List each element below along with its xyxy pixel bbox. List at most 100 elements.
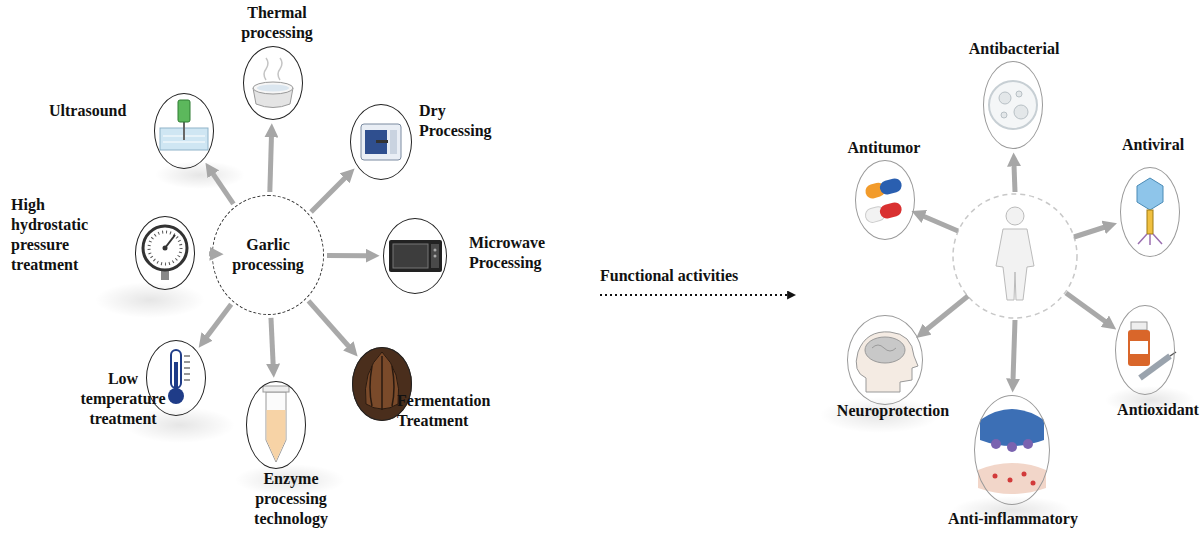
- receptor: [1023, 439, 1033, 449]
- process-arrow: [213, 173, 234, 204]
- body-circle: [953, 194, 1077, 318]
- activity-arrow: [923, 216, 958, 231]
- garlic-photo: [352, 347, 412, 421]
- activity-label: Antioxidant: [1117, 400, 1199, 420]
- activity-circle: Anti-inflammatory: [974, 395, 1050, 505]
- oven-door: [365, 130, 387, 154]
- process-arrow: [206, 304, 231, 337]
- activity-arrow: [1014, 165, 1015, 192]
- receptor: [1007, 442, 1017, 452]
- method-circle: Dry Processing: [350, 104, 412, 180]
- synapse-bottom: [978, 463, 1046, 494]
- syringe-barrel: [1140, 356, 1170, 378]
- brain: [865, 337, 905, 363]
- oven-handle: [376, 140, 388, 143]
- activity-circle: Neuroprotection: [847, 315, 923, 405]
- activity-circle: Antitumor: [855, 160, 915, 240]
- gauge-face: [143, 226, 187, 270]
- microwave-button: [434, 249, 437, 252]
- vial-cap: [1131, 322, 1147, 330]
- syringe-needle: [1170, 352, 1176, 356]
- human-head: [1006, 207, 1024, 225]
- thermometer-bulb: [168, 388, 184, 404]
- process-arrow: [270, 136, 272, 192]
- method-label: Ultrasound: [49, 101, 126, 121]
- method-label: Fermentation Treatment: [397, 391, 497, 431]
- synapse-top: [980, 409, 1044, 446]
- method-circle: Thermal processing: [243, 46, 303, 120]
- activity-circle: Antiviral: [1120, 167, 1180, 257]
- capsule-icon: [864, 177, 903, 224]
- process-arrow: [327, 253, 367, 258]
- process-arrow: [308, 301, 349, 347]
- process-arrow: [311, 177, 346, 212]
- colony: [1014, 105, 1028, 119]
- molecule: [1008, 478, 1013, 483]
- activity-label: Anti-inflammatory: [948, 509, 1078, 529]
- method-label: Dry Processing: [419, 101, 514, 141]
- gauge-icon: [143, 226, 187, 280]
- steam: [264, 58, 282, 80]
- method-circle: Microwave Processing: [383, 218, 447, 294]
- petri-dish: [989, 81, 1037, 129]
- hub-circle: Garlic processing: [212, 195, 324, 315]
- pot-liquid: [257, 85, 289, 92]
- virus-tail: [1147, 210, 1153, 234]
- oven-icon: [361, 124, 401, 160]
- microwave-panel: [431, 244, 439, 268]
- method-label: Thermal processing: [232, 3, 322, 43]
- receptor: [991, 439, 1001, 449]
- method-circle: Fermentation Treatment: [352, 347, 412, 421]
- dotted-arrow: [600, 294, 788, 296]
- activity-arrow: [1013, 320, 1015, 380]
- gauge-ticks: [149, 232, 181, 264]
- method-label: Enzyme processing technology: [241, 469, 341, 529]
- shadow: [95, 282, 205, 318]
- pot-rim: [253, 82, 293, 94]
- synapse-icon: [978, 409, 1046, 494]
- vial-label: [1130, 341, 1148, 354]
- black-garlic-icon: [352, 347, 412, 421]
- human-body: [996, 229, 1034, 300]
- probe: [178, 100, 190, 122]
- activity-arrow: [1066, 293, 1106, 322]
- vial-body: [1128, 330, 1150, 366]
- colony: [1001, 112, 1007, 118]
- brain-fold: [872, 345, 896, 351]
- oven-panel: [390, 130, 397, 154]
- tube-cap: [263, 386, 289, 392]
- tube-icon: [263, 386, 289, 462]
- thermometer-ticks: [184, 356, 190, 380]
- thermometer-icon: [168, 350, 190, 404]
- activity-label: Neuroprotection: [837, 401, 949, 421]
- tube-body: [266, 392, 286, 462]
- probe-tip: [183, 120, 185, 140]
- method-label: Microwave Processing: [469, 233, 559, 273]
- arrow-label: Functional activities: [600, 266, 738, 286]
- molecule: [1031, 481, 1036, 486]
- activity-circle: Antioxidant: [1115, 305, 1175, 395]
- colony: [999, 92, 1011, 104]
- method-circle: Low temperature treatment: [146, 340, 206, 416]
- garlic-clove-line: [370, 356, 394, 410]
- shadow: [155, 161, 245, 189]
- molecule: [1022, 472, 1027, 477]
- virus-icon: [1137, 178, 1163, 245]
- virus-legs: [1138, 234, 1162, 245]
- petri-dish-icon: [989, 81, 1037, 129]
- microwave-icon: [389, 240, 442, 272]
- method-label: Low temperature treatment: [73, 369, 173, 429]
- microwave-button: [434, 255, 437, 258]
- capsule-half: [878, 177, 903, 196]
- pot-icon: [253, 58, 293, 108]
- process-arrow: [209, 251, 211, 256]
- activity-arrow: [1074, 227, 1105, 237]
- activity-arrow: [926, 296, 968, 330]
- method-circle: Ultrasound: [154, 93, 214, 169]
- activity-label: Antitumor: [848, 138, 921, 158]
- method-circle: Enzyme processing technology: [246, 381, 306, 469]
- activity-circle: Antibacterial: [983, 61, 1043, 149]
- garlic-bulb: [365, 352, 398, 409]
- process-arrow: [271, 318, 273, 365]
